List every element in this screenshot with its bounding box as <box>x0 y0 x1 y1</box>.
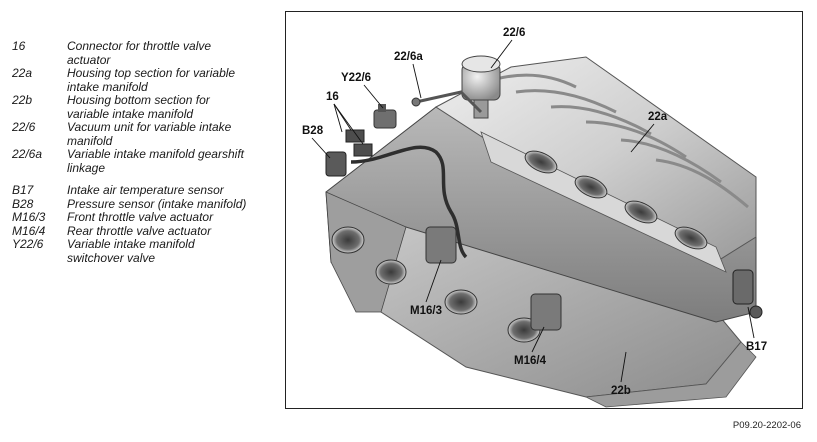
legend-desc-line: Connector for throttle valve <box>67 39 212 53</box>
callout-22-6: 22/6 <box>503 27 525 39</box>
callout-22a: 22a <box>648 111 668 123</box>
legend-item-16: 16 Connector for throttle valve actuator <box>12 39 280 67</box>
callout-22-6a: 22/6a <box>394 51 423 63</box>
legend-item-22-6a: 22/6a Variable intake manifold gearshift… <box>12 147 280 175</box>
legend-desc: Housing top section for variable intake … <box>67 66 280 94</box>
legend-item-b28: B28 Pressure sensor (intake manifold) <box>12 196 280 212</box>
legend-desc: Pressure sensor (intake manifold) <box>67 196 280 212</box>
legend-desc-line: Pressure sensor (intake manifold) <box>67 196 247 211</box>
legend-desc: Rear throttle valve actuator <box>67 223 280 239</box>
housing-top-section <box>435 56 757 273</box>
legend-item-22a: 22a Housing top section for variable int… <box>12 66 280 94</box>
legend-code: M16/4 <box>12 223 46 238</box>
legend-item-m16-3: M16/3 Front throttle valve actuator <box>12 210 280 225</box>
legend-desc-line: Intake air temperature sensor <box>67 183 224 197</box>
legend-desc: Variable intake manifold gearshift linka… <box>67 147 280 175</box>
legend-item-m16-4: M16/4 Rear throttle valve actuator <box>12 223 280 239</box>
callout-22b: 22b <box>611 385 631 397</box>
legend-desc-line: linkage <box>67 160 106 175</box>
legend-code: Y22/6 <box>12 237 44 251</box>
legend-desc-line: Housing bottom section for <box>67 93 210 107</box>
legend-code: 22a <box>12 66 33 80</box>
pressure-sensor <box>325 151 347 177</box>
wiring-harness <box>350 145 468 259</box>
legend-code: B17 <box>12 183 34 197</box>
legend-code: B28 <box>12 196 34 211</box>
callout-y22-6: Y22/6 <box>341 72 371 84</box>
figure-reference-code: P09.20-2202-06 <box>732 420 801 431</box>
legend-desc-line: Housing top section for variable <box>67 66 236 80</box>
vacuum-unit <box>461 55 501 119</box>
legend-desc-line: Variable intake manifold <box>67 237 195 251</box>
switchover-valve <box>373 104 397 129</box>
rear-throttle-actuator <box>530 293 562 331</box>
legend-code: 16 <box>12 39 26 53</box>
legend-item-b17: B17 Intake air temperature sensor <box>12 183 280 198</box>
callout-m16-4: M16/4 <box>514 355 547 367</box>
legend-desc: Front throttle valve actuator <box>67 210 280 225</box>
legend-code: 22/6a <box>12 147 43 161</box>
intake-air-temp-sensor <box>732 269 763 319</box>
callout-m16-3: M16/3 <box>410 305 442 317</box>
legend-desc-line: switchover valve <box>67 250 156 265</box>
legend-desc-line: Rear throttle valve actuator <box>67 223 212 238</box>
legend: 16 Connector for throttle valve actuator… <box>12 39 280 265</box>
legend-desc: Variable intake manifold switchover valv… <box>67 237 280 265</box>
front-throttle-actuator <box>425 226 457 264</box>
callout-16: 16 <box>326 91 339 103</box>
gearshift-linkage <box>411 90 483 114</box>
legend-item-y22-6: Y22/6 Variable intake manifold switchove… <box>12 237 280 265</box>
throttle-connectors <box>345 129 373 157</box>
legend-code: 22b <box>12 93 33 107</box>
legend-desc: Connector for throttle valve actuator <box>67 39 280 67</box>
leader-lines <box>311 39 755 383</box>
diagram-frame: 22/6 22/6a Y22/6 16 B28 22a M16/3 M16/4 … <box>285 11 803 409</box>
legend-desc-line: manifold <box>67 133 113 148</box>
legend-desc: Vacuum unit for variable intake manifold <box>67 120 280 148</box>
legend-desc-line: Front throttle valve actuator <box>67 210 214 224</box>
legend-desc-line: actuator <box>67 52 111 67</box>
legend-desc-line: Variable intake manifold gearshift <box>67 147 244 161</box>
callout-b17: B17 <box>746 341 767 353</box>
intake-manifold-illustration: 22/6 22/6a Y22/6 16 B28 22a M16/3 M16/4 … <box>302 27 767 408</box>
legend-desc: Housing bottom section for variable inta… <box>67 93 280 121</box>
legend-desc: Intake air temperature sensor <box>67 183 280 198</box>
legend-item-22-6: 22/6 Vacuum unit for variable intake man… <box>12 120 280 148</box>
legend-desc-line: intake manifold <box>67 79 148 94</box>
callout-b28: B28 <box>302 125 324 137</box>
legend-desc-line: variable intake manifold <box>67 106 194 121</box>
legend-item-22b: 22b Housing bottom section for variable … <box>12 93 280 121</box>
legend-code: 22/6 <box>12 120 36 134</box>
legend-desc-line: Vacuum unit for variable intake <box>67 120 232 134</box>
legend-code: M16/3 <box>12 210 46 224</box>
